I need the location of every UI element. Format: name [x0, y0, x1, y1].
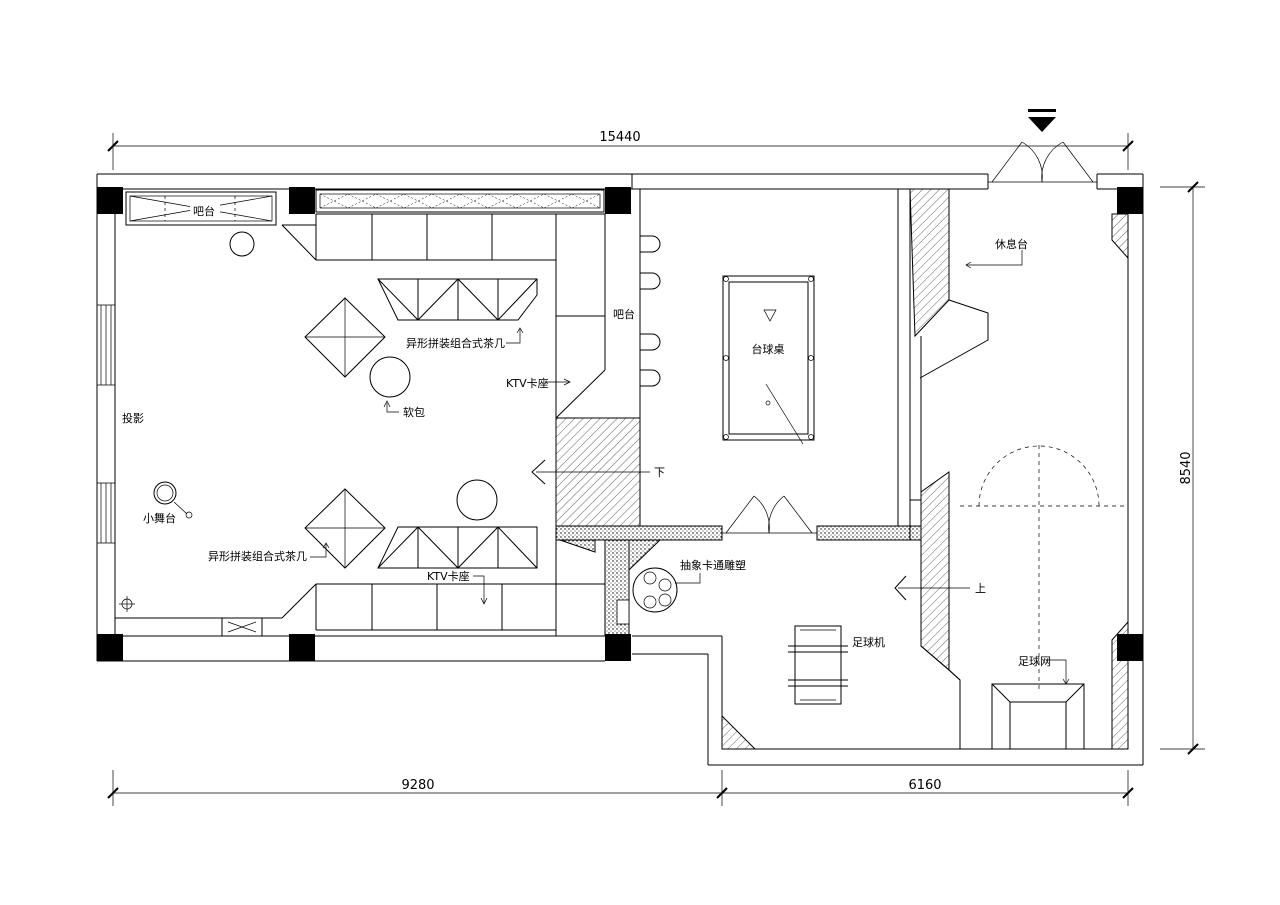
- cabinet-pattern-line: [515, 193, 545, 209]
- soccer-field: [960, 445, 1128, 690]
- cabinet-pattern-line: [571, 193, 601, 209]
- label-soft-pack: 软包: [403, 405, 425, 419]
- label-soccer-net: 足球网: [1018, 654, 1051, 668]
- label-ktv-seat-bottom: KTV卡座: [427, 569, 470, 583]
- label-stairs-down: 下: [654, 466, 665, 479]
- top-display-cabinet: [315, 189, 605, 213]
- cabinet-pattern-line: [375, 193, 405, 209]
- cabinet-pattern-line: [319, 193, 349, 209]
- stairs-up: 上: [894, 471, 986, 749]
- cabinet-pattern-line: [319, 193, 349, 209]
- bar-counter-top: 吧台: [125, 191, 277, 226]
- cabinet-pattern-line: [543, 193, 573, 209]
- foosball-table: 足球机: [788, 625, 885, 705]
- label-coffee-table-bottom: 异形拼装组合式茶几: [208, 549, 307, 563]
- projector-icon: [119, 596, 135, 612]
- ktv-sofa-top: [281, 213, 641, 419]
- ktv-sofa-bottom: KTV卡座: [115, 526, 605, 636]
- dimension-top: 15440: [107, 130, 1134, 170]
- cabinet-pattern-line: [571, 193, 601, 209]
- rest-counter: 休息台: [909, 188, 1028, 526]
- cabinet-pattern-line: [431, 193, 461, 209]
- cabinet-pattern-line: [487, 193, 517, 209]
- cabinet-pattern-line: [347, 193, 377, 209]
- cabinet-pattern-line: [403, 193, 433, 209]
- soccer-net: 足球网: [991, 654, 1085, 750]
- label-stairs-up: 上: [975, 582, 986, 595]
- label-sculpture: 抽象卡通雕塑: [680, 558, 746, 572]
- round-stool-bottom: [456, 479, 498, 521]
- label-coffee-table-top: 异形拼装组合式茶几: [406, 336, 505, 350]
- label-projection: 投影: [122, 411, 144, 425]
- label-rest-counter: 休息台: [995, 237, 1028, 251]
- right-wall-hatch: [721, 213, 1129, 750]
- small-stage: 小舞台: [143, 481, 193, 525]
- structural-columns: [97, 187, 1143, 661]
- coffee-table-bottom: 异形拼装组合式茶几: [208, 526, 538, 569]
- bar-stools-right: 吧台: [613, 235, 661, 387]
- dimension-bottom: 9280 6160: [107, 770, 1134, 806]
- diamond-table-top: [304, 297, 386, 378]
- cabinet-pattern-line: [375, 193, 405, 209]
- cabinet-pattern-line: [459, 193, 489, 209]
- small-cabinet-bottom: [221, 617, 263, 637]
- label-billiard-table: 台球桌: [752, 342, 785, 356]
- label-ktv-seat-top: KTV卡座: [506, 376, 549, 390]
- cabinet-pattern-line: [347, 193, 377, 209]
- cartoon-sculpture: 抽象卡通雕塑: [632, 558, 746, 613]
- dim-total-width: 15440: [599, 130, 640, 145]
- label-bar-top: 吧台: [193, 204, 215, 218]
- dimension-right: 8540: [1160, 181, 1205, 755]
- billiard-door: [722, 495, 817, 534]
- dim-height: 8540: [1179, 451, 1194, 484]
- dim-left-width: 9280: [401, 778, 434, 793]
- dim-right-width: 6160: [908, 778, 941, 793]
- cabinet-pattern-line: [487, 193, 517, 209]
- label-small-stage: 小舞台: [143, 511, 176, 525]
- billiard-room-walls: [555, 189, 922, 637]
- label-foosball: 足球机: [852, 635, 885, 649]
- label-bar-mid: 吧台: [613, 307, 635, 321]
- entrance-door: [988, 141, 1097, 183]
- stairs-down: 下: [531, 417, 665, 527]
- billiard-table: 台球桌: [722, 275, 815, 445]
- ktv-seat-label-top: KTV卡座: [506, 376, 571, 390]
- cabinet-pattern-line: [543, 193, 573, 209]
- cabinet-pattern-line: [515, 193, 545, 209]
- diamond-table-bottom: [304, 488, 386, 569]
- entrance-marker: [1028, 109, 1056, 132]
- coffee-table-top: 异形拼装组合式茶几: [377, 278, 538, 350]
- cabinet-pattern-line: [403, 193, 433, 209]
- soft-pack-stool: 软包: [369, 356, 425, 419]
- bar-stool: [229, 231, 255, 257]
- cabinet-pattern-line: [459, 193, 489, 209]
- cabinet-pattern-line: [431, 193, 461, 209]
